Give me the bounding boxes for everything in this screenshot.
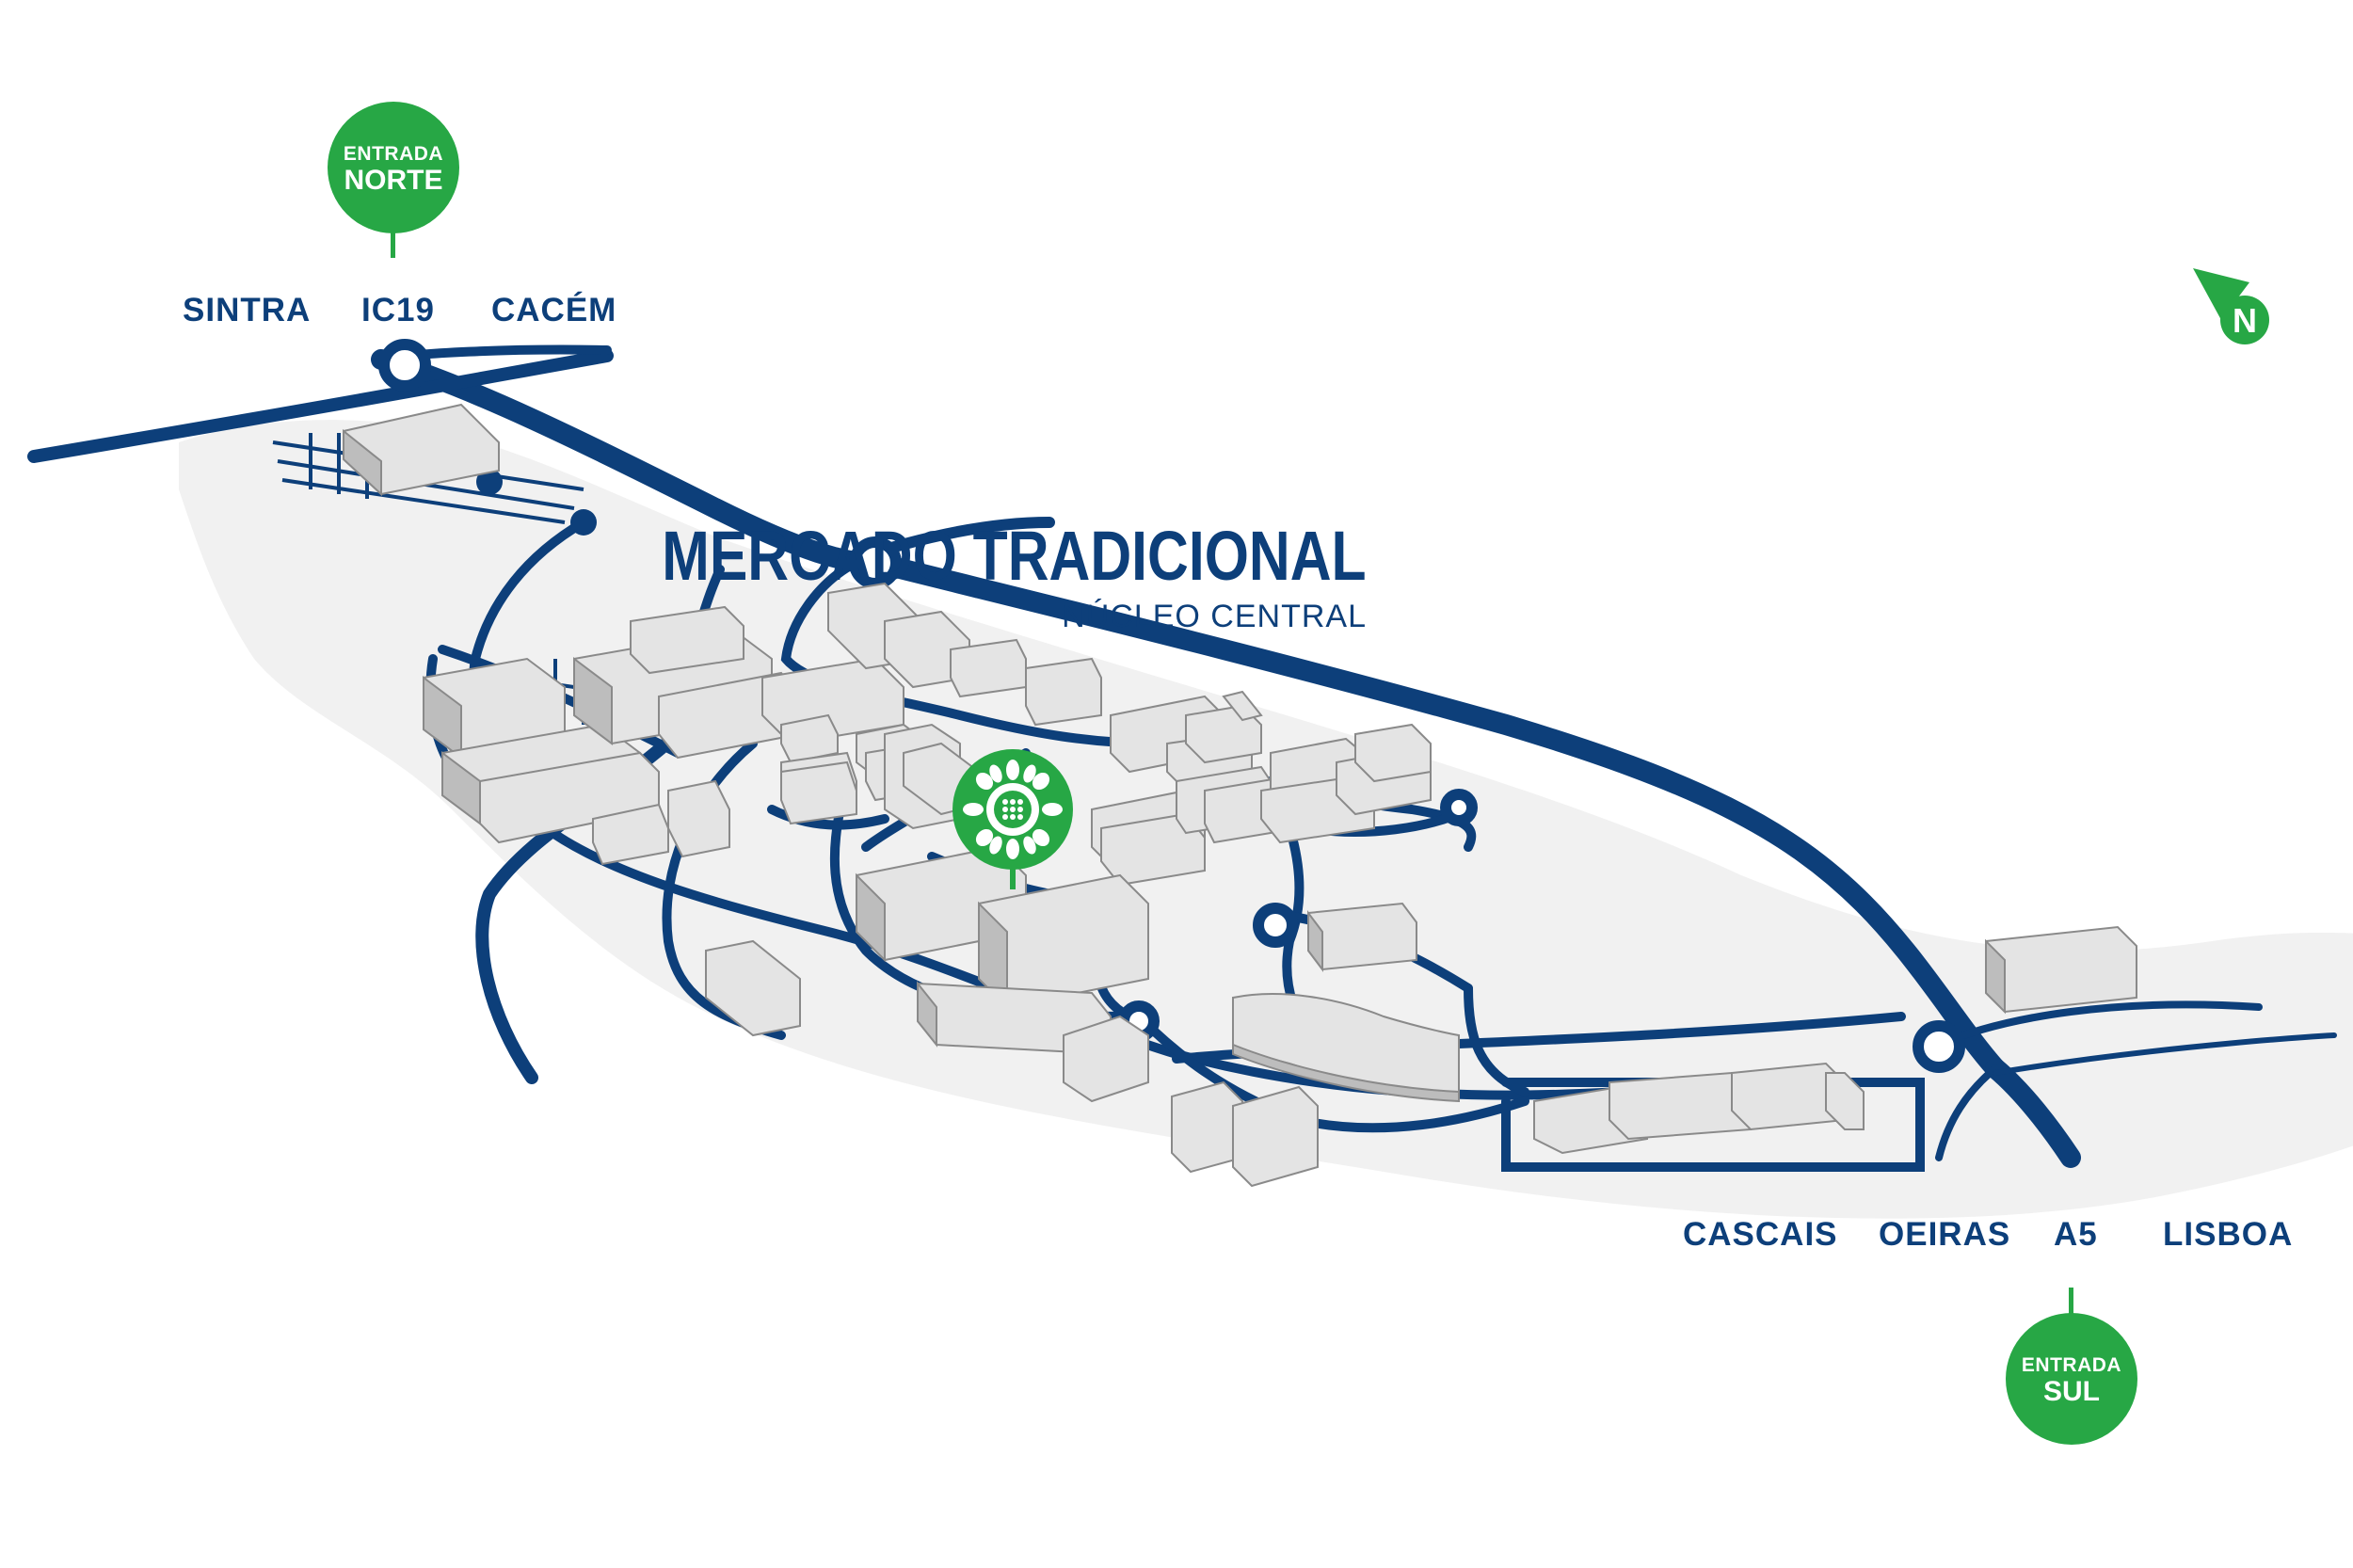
building: [1063, 1015, 1149, 1103]
building: [780, 713, 839, 764]
building: [1171, 1080, 1243, 1174]
building: [630, 605, 744, 675]
entrance-north-line1: ENTRADA: [343, 143, 444, 165]
roundabout-highway: [849, 536, 902, 589]
building: [1232, 1085, 1319, 1188]
label-cacem: CACÉM: [491, 292, 617, 328]
building: [1985, 925, 2137, 1015]
roundabout-se: [1440, 789, 1478, 826]
entrance-south-stem: [2069, 1288, 2073, 1320]
building: [1222, 690, 1263, 722]
entrance-north-stem: [391, 226, 395, 258]
building: [950, 638, 1027, 698]
roundabout-north: [378, 339, 431, 392]
label-ic19: IC19: [361, 292, 435, 328]
building-parking: [1307, 902, 1417, 972]
building: [1609, 1071, 1752, 1141]
buildings: [343, 403, 2137, 1188]
entrance-south-line1: ENTRADA: [2021, 1354, 2122, 1376]
label-sintra: SINTRA: [183, 292, 312, 328]
building: [592, 803, 669, 866]
entrance-north-line2: NORTE: [344, 165, 443, 196]
compass-letter: N: [2233, 301, 2257, 340]
building: [667, 779, 730, 858]
building: [978, 873, 1149, 1010]
roundabout-east: [1913, 1020, 1965, 1073]
entrance-north-pin[interactable]: ENTRADA NORTE: [328, 102, 459, 233]
building: [1354, 723, 1432, 783]
building: [1025, 657, 1102, 727]
north-arrow-icon: N: [2193, 268, 2269, 344]
building: [780, 760, 857, 825]
building-north-complex: [343, 403, 500, 497]
building: [705, 939, 801, 1037]
map-subtitle: NÚCLEO CENTRAL: [1062, 599, 1367, 634]
map-title: MERCADO TRADICIONAL: [662, 517, 1367, 595]
roundabout-center: [1253, 903, 1298, 948]
label-lisboa: LISBOA: [2163, 1216, 2294, 1253]
entrance-south-pin[interactable]: ENTRADA SUL: [2006, 1313, 2137, 1445]
sunflower-icon: [963, 760, 1063, 859]
market-marker[interactable]: [952, 749, 1073, 889]
label-a5: A5: [2054, 1216, 2098, 1253]
label-cascais: CASCAIS: [1683, 1216, 1838, 1253]
label-oeiras: OEIRAS: [1879, 1216, 2011, 1253]
building: [1825, 1072, 1865, 1130]
entrance-south-line2: SUL: [2043, 1376, 2100, 1407]
building-curved: [1232, 993, 1460, 1103]
